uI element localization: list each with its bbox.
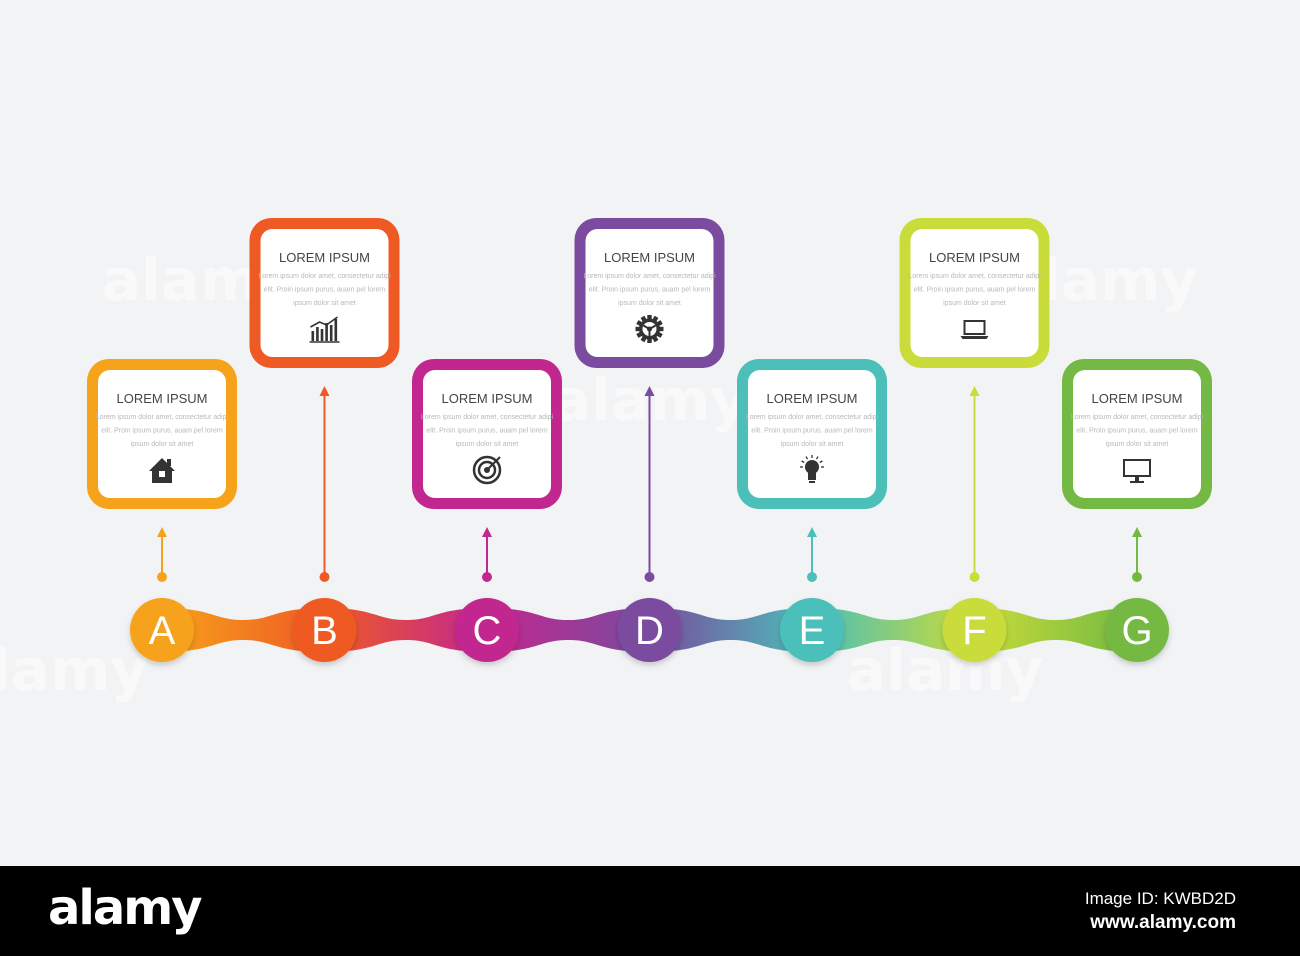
step-title: LOREM IPSUM: [766, 391, 857, 406]
step-letter: E: [799, 609, 826, 653]
connector-dot: [969, 572, 980, 582]
connector-layer: [157, 386, 1142, 582]
footer-url: www.alamy.com: [1090, 912, 1236, 933]
step-title: LOREM IPSUM: [279, 250, 370, 265]
step-card-g: LOREM IPSUM Lorem ipsum dolor amet, conse…: [1062, 359, 1212, 509]
connector-dot: [807, 572, 817, 582]
connector-dot: [1132, 572, 1142, 582]
step-body-line: elit. Proin ipsum purus, auam pel lorem: [751, 428, 873, 435]
step-body-line: ipsum dolor sit amet: [1106, 441, 1169, 448]
home-icon: [149, 458, 175, 483]
timeline-infographic: alamyalamyalamyalamyalamy LOREM IPSUMLor…: [0, 218, 1212, 704]
step-body-line: Lorem ipsum dolor amet, consectetur adip…: [96, 414, 229, 421]
connector-arrow: [969, 386, 980, 582]
step-body-line: elit. Proin ipsum purus, auam pel lorem: [101, 428, 223, 435]
monitor-icon: [1123, 459, 1151, 483]
step-letter: D: [635, 609, 664, 653]
image-id-label: Image ID: KWBD2D: [1084, 889, 1236, 908]
laptop-icon: [960, 320, 989, 339]
band-segment: [162, 608, 325, 652]
step-body-line: Lorem ipsum dolor amet, consectetur adip…: [746, 414, 879, 421]
step-body-line: elit. Proin ipsum purus, auam pel lorem: [264, 287, 386, 294]
card-layer: LOREM IPSUM Lorem ipsum dolor amet, conse…: [87, 218, 1212, 509]
step-letter: F: [962, 609, 986, 653]
band-segment: [812, 608, 975, 652]
step-letter: G: [1121, 609, 1152, 653]
band-segment: [974, 608, 1137, 652]
step-card-a: LOREM IPSUM Lorem ipsum dolor amet, conse…: [87, 359, 237, 509]
step-card-b: LOREM IPSUM Lorem ipsum dolor amet, conse…: [249, 218, 400, 368]
band-segment: [487, 608, 650, 652]
step-card-e: LOREM IPSUM Lorem ipsum dolor amet, conse…: [737, 359, 887, 509]
step-body-line: Lorem ipsum dolor amet, consectetur adip…: [583, 273, 716, 280]
connector-arrow: [1132, 527, 1142, 582]
step-body-line: Lorem ipsum dolor amet, consectetur adip…: [258, 273, 391, 280]
connector-dot: [644, 572, 655, 582]
timeline-band: [162, 608, 1137, 652]
step-node-b: B: [292, 598, 357, 662]
connector-arrow: [157, 527, 167, 582]
step-body-line: elit. Proin ipsum purus, auam pel lorem: [589, 287, 711, 294]
step-body-line: ipsum dolor sit amet: [456, 441, 519, 448]
step-card-d: LOREM IPSUM Lorem ipsum dolor amet, conse…: [574, 218, 725, 368]
gear-icon: [635, 315, 664, 343]
step-body-line: ipsum dolor sit amet: [618, 300, 681, 307]
connector-dot: [157, 572, 167, 582]
band-segment: [649, 608, 812, 652]
step-body-line: Lorem ipsum dolor amet, consectetur adip…: [908, 273, 1041, 280]
step-body-line: elit. Proin ipsum purus, auam pel lorem: [914, 287, 1036, 294]
connector-arrow: [807, 527, 817, 582]
step-body-line: Lorem ipsum dolor amet, consectetur adip…: [421, 414, 554, 421]
step-title: LOREM IPSUM: [604, 250, 695, 265]
footer-bar: alamy Image ID: KWBD2D www.alamy.com: [0, 866, 1300, 956]
lightbulb-icon: [800, 455, 824, 483]
connector-arrow: [482, 527, 492, 582]
target-icon: [472, 455, 502, 485]
step-card-c: LOREM IPSUM Lorem ipsum dolor amet, conse…: [412, 359, 562, 509]
step-node-d: D: [617, 598, 682, 662]
step-letter: B: [311, 609, 338, 653]
footer-meta: Image ID: KWBD2D www.alamy.com: [1085, 888, 1236, 936]
watermark-text: alamy: [0, 636, 148, 704]
step-node-c: C: [455, 598, 519, 662]
step-letter: A: [149, 609, 176, 653]
step-title: LOREM IPSUM: [116, 391, 207, 406]
timeline-diagram: alamyalamyalamyalamyalamy LOREM IPSUMLor…: [0, 218, 1212, 704]
step-node-g: G: [1105, 598, 1169, 662]
step-body-line: ipsum dolor sit amet: [781, 441, 844, 448]
step-node-a: A: [130, 598, 194, 662]
node-layer: A B C D E F G: [130, 598, 1169, 662]
step-title: LOREM IPSUM: [441, 391, 532, 406]
step-node-f: F: [942, 598, 1007, 662]
step-title: LOREM IPSUM: [1091, 391, 1182, 406]
step-title: LOREM IPSUM: [929, 250, 1020, 265]
step-body-line: ipsum dolor sit amet: [293, 300, 356, 307]
connector-dot: [482, 572, 492, 582]
bar-chart-icon: [309, 316, 340, 343]
step-node-e: E: [780, 598, 844, 662]
connector-arrow: [644, 386, 655, 582]
step-body-line: Lorem ipsum dolor amet, consectetur adip…: [1071, 414, 1204, 421]
step-body-line: elit. Proin ipsum purus, auam pel lorem: [1076, 428, 1198, 435]
connector-arrow: [319, 386, 330, 582]
step-letter: C: [473, 609, 502, 653]
step-card-f: LOREM IPSUM Lorem ipsum dolor amet, conse…: [899, 218, 1050, 368]
footer-logo: alamy: [48, 880, 203, 936]
band-segment: [324, 608, 487, 652]
step-body-line: elit. Proin ipsum purus, auam pel lorem: [426, 428, 548, 435]
step-body-line: ipsum dolor sit amet: [131, 441, 194, 448]
connector-dot: [319, 572, 330, 582]
step-body-line: ipsum dolor sit amet: [943, 300, 1006, 307]
